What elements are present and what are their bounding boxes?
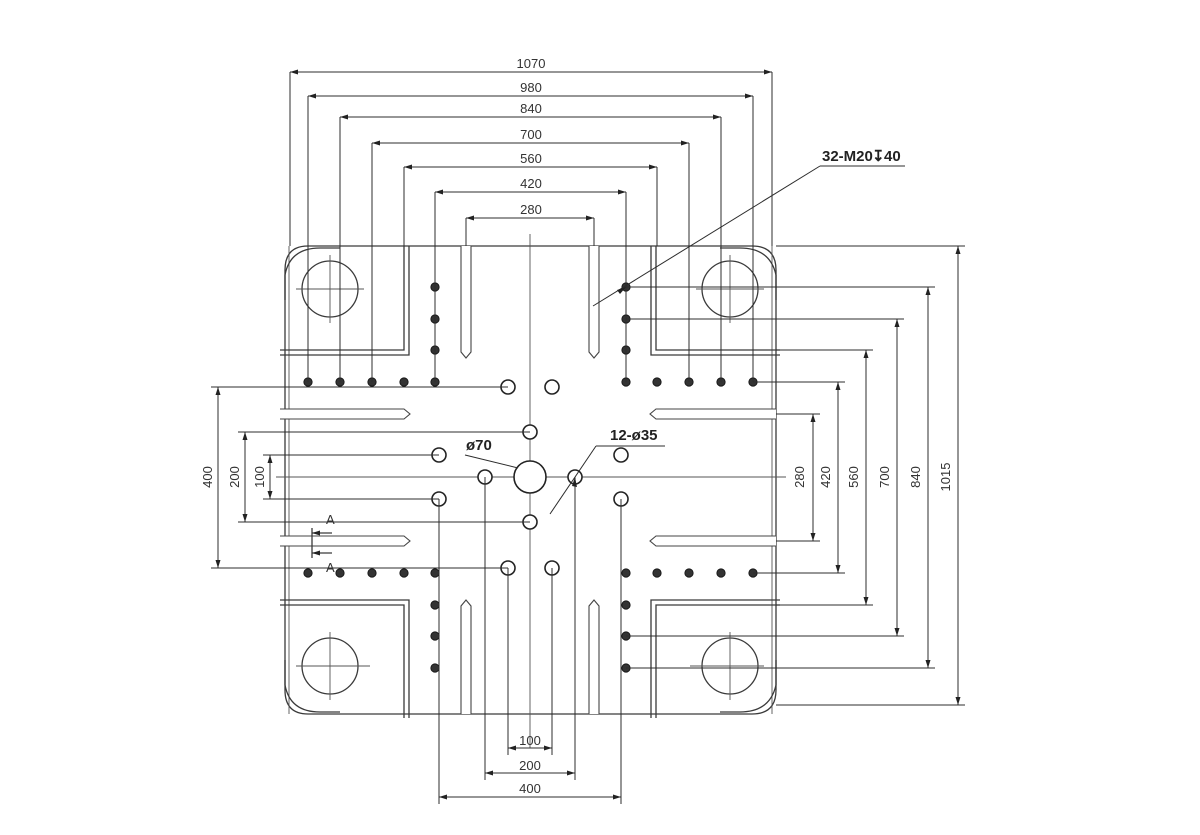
- dim-1070: 1070: [517, 56, 546, 71]
- tapped-hole: [367, 568, 377, 578]
- tapped-hole: [399, 377, 409, 387]
- tapped-hole: [303, 568, 313, 578]
- ejector-holes-label: 12-ø35: [610, 427, 658, 444]
- center-hole-callout: ø70: [464, 437, 519, 469]
- dim-left-400: 400: [200, 466, 215, 488]
- tapped-hole: [430, 600, 440, 610]
- corner-grooves: [280, 246, 780, 718]
- dim-bottom-100: 100: [519, 733, 541, 748]
- left-dimension-labels: 400 200 100: [200, 466, 267, 488]
- tapped-hole: [652, 568, 662, 578]
- tapped-holes-m20: [303, 282, 758, 673]
- tapped-hole: [652, 377, 662, 387]
- dim-left-100: 100: [252, 466, 267, 488]
- tapped-hole: [430, 631, 440, 641]
- tapped-hole: [399, 568, 409, 578]
- tapped-hole-callout: 32-M20 ↧ 40: [592, 148, 905, 307]
- dim-bottom-200: 200: [519, 758, 541, 773]
- tapped-holes-callout-text: 32-M20: [822, 148, 873, 165]
- tapped-hole: [621, 600, 631, 610]
- dim-840: 840: [520, 101, 542, 116]
- bottom-dimension-labels: 100 200 400: [519, 733, 541, 796]
- tapped-hole: [716, 568, 726, 578]
- tie-bar-holes: [296, 255, 764, 700]
- tapped-hole: [621, 568, 631, 578]
- left-dimension-lines: [211, 386, 530, 569]
- ejector-holes: [431, 379, 629, 576]
- dim-left-200: 200: [227, 466, 242, 488]
- top-dimension-labels: 1070 980 840 700 560 420 280: [517, 56, 546, 217]
- dim-right-560: 560: [846, 466, 861, 488]
- center-hole-label: ø70: [466, 437, 492, 454]
- tapped-hole: [335, 568, 345, 578]
- dim-560: 560: [520, 151, 542, 166]
- section-mark-top: A: [326, 512, 335, 527]
- dim-280: 280: [520, 202, 542, 217]
- dim-right-1015: 1015: [938, 463, 953, 492]
- dim-420: 420: [520, 176, 542, 191]
- center-hole: [513, 460, 547, 494]
- tie-bar-bosses: [284, 247, 777, 713]
- dim-980: 980: [520, 80, 542, 95]
- top-dimension-lines: [289, 69, 773, 382]
- dim-right-420: 420: [818, 466, 833, 488]
- tapped-holes-depth: 40: [884, 148, 901, 165]
- section-a-marker: A A: [311, 512, 335, 575]
- right-dimension-lines: [626, 245, 965, 706]
- ejector-callout: 12-ø35: [549, 427, 665, 515]
- tapped-hole: [430, 568, 440, 578]
- depth-symbol: ↧: [872, 148, 885, 165]
- right-dimension-labels: 280 420 560 700 840 1015: [792, 463, 953, 492]
- dim-700: 700: [520, 127, 542, 142]
- tapped-hole: [684, 568, 694, 578]
- dim-right-700: 700: [877, 466, 892, 488]
- dim-right-840: 840: [908, 466, 923, 488]
- section-mark-bottom: A: [326, 560, 335, 575]
- dim-bottom-400: 400: [519, 781, 541, 796]
- dim-right-280: 280: [792, 466, 807, 488]
- bottom-dimension-lines: [438, 477, 622, 804]
- tapped-hole: [430, 663, 440, 673]
